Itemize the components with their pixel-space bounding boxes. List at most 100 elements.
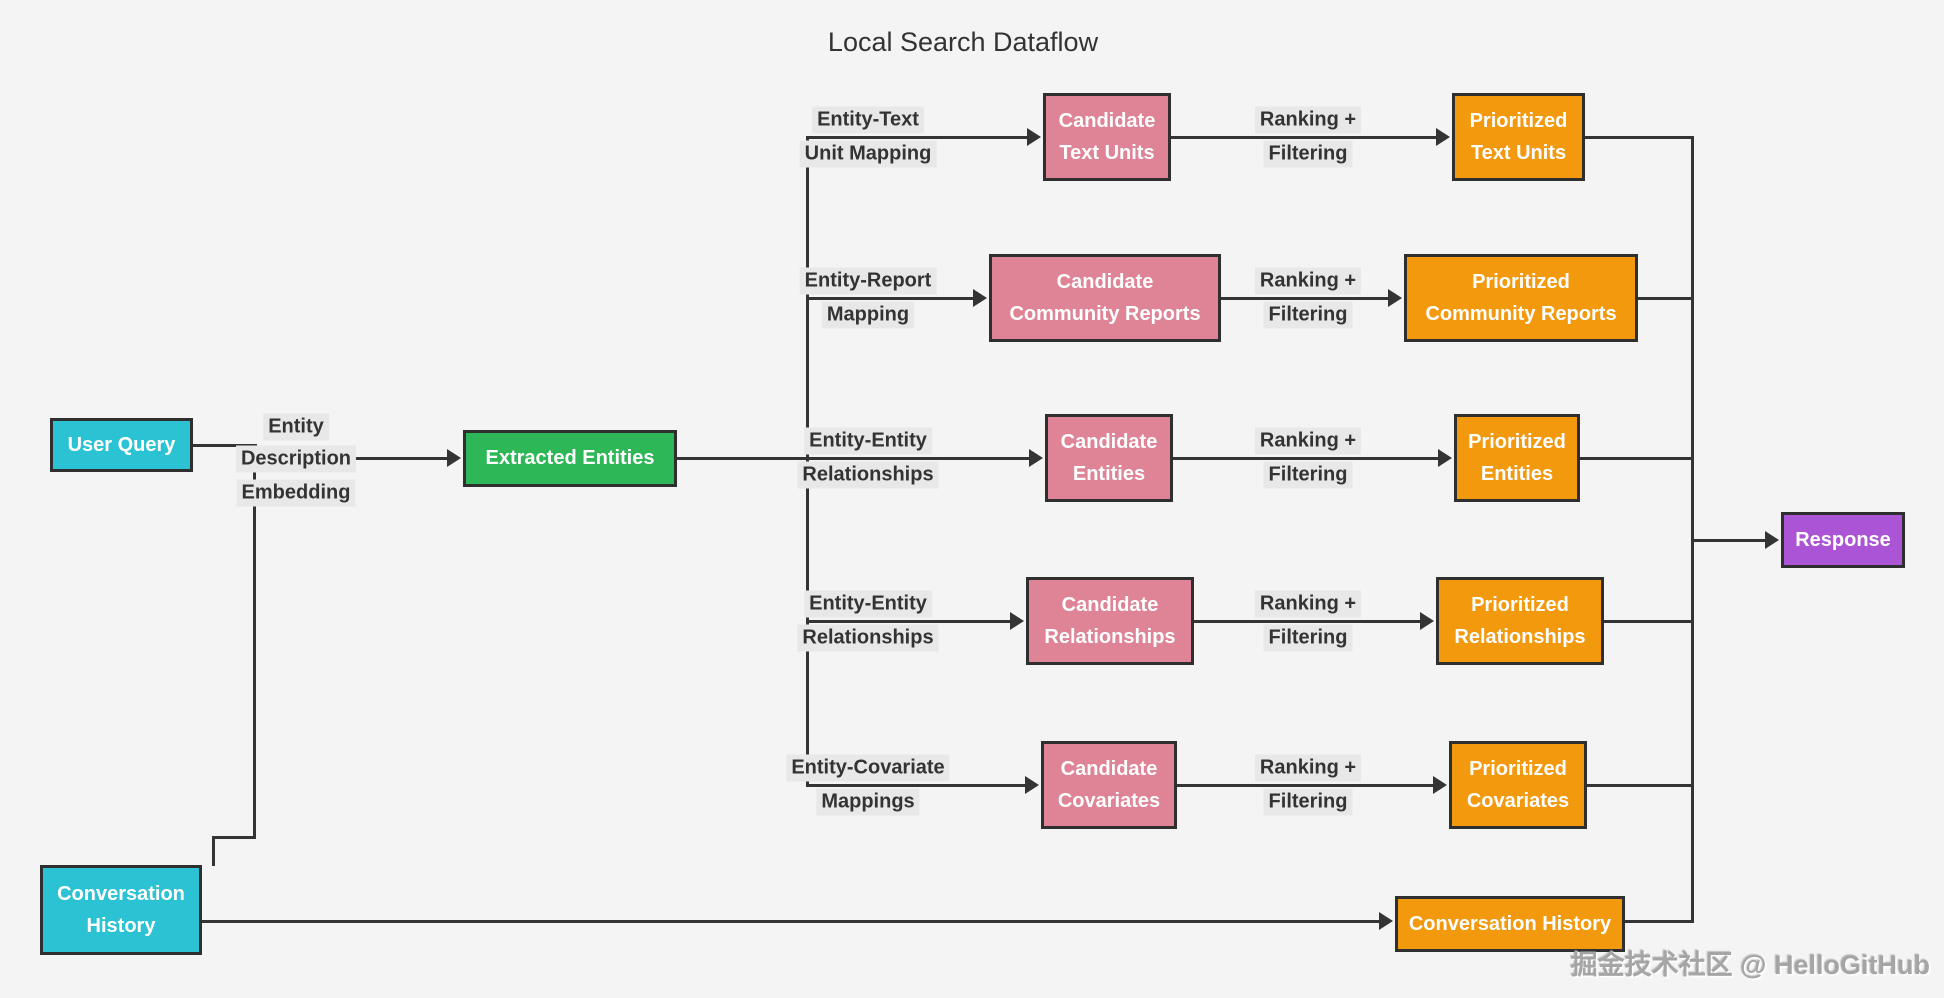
edge-label-row4-ranking-line1: Ranking +: [1254, 590, 1362, 618]
node-prioritized-text-units-line2: Text Units: [1470, 142, 1567, 164]
node-candidate-community-reports-line1: Candidate: [1056, 270, 1154, 293]
node-candidate-relationships: Candidate Relationships: [1026, 577, 1194, 665]
node-extracted-entities-label: Extracted Entities: [485, 447, 655, 470]
node-prioritized-covariates-line2: Covariates: [1466, 790, 1570, 812]
edge-row5-mapping: [806, 784, 1027, 787]
node-conversation-history-input: Conversation History: [40, 865, 202, 955]
node-candidate-covariates: Candidate Covariates: [1041, 741, 1177, 829]
node-extracted-entities: Extracted Entities: [463, 430, 677, 487]
edge-row5-to-trunk: [1587, 784, 1694, 787]
node-candidate-community-reports-line2: Community Reports: [1009, 303, 1201, 325]
edge-label-row3-mapping-line1: Entity-Entity: [804, 427, 932, 455]
node-prioritized-community-reports: Prioritized Community Reports: [1404, 254, 1638, 342]
node-candidate-covariates-line2: Covariates: [1057, 790, 1161, 812]
node-user-query: User Query: [50, 418, 193, 472]
edge-conversation-history-up: [212, 836, 215, 866]
edge-label-row1-mapping-line1: Entity-Text: [812, 106, 924, 134]
node-candidate-relationships-line1: Candidate: [1061, 593, 1159, 616]
node-prioritized-community-reports-line1: Prioritized: [1472, 270, 1570, 293]
edge-embedding-solid: [304, 457, 447, 460]
diagram-title: Local Search Dataflow: [827, 27, 1099, 57]
edge-label-row1-ranking-line2: Filtering: [1263, 140, 1353, 168]
node-prioritized-relationships: Prioritized Relationships: [1436, 577, 1604, 665]
edge-row1-mapping: [806, 136, 1029, 139]
node-candidate-entities: Candidate Entities: [1045, 414, 1173, 502]
edge-label-row5-mapping-line1: Entity-Covariate: [786, 754, 950, 782]
edge-label-embedding-line3: Embedding: [236, 479, 356, 507]
arrowhead-row4-prioritized: [1420, 612, 1434, 630]
edge-label-row3-ranking-line1: Ranking +: [1254, 427, 1362, 455]
edge-row4-mapping: [806, 620, 1012, 623]
node-prioritized-relationships-line2: Relationships: [1454, 626, 1586, 648]
node-candidate-relationships-line2: Relationships: [1044, 626, 1176, 648]
arrowhead-row5-candidate: [1025, 776, 1039, 794]
edge-label-row2-ranking-line1: Ranking +: [1254, 267, 1362, 295]
node-candidate-entities-line2: Entities: [1072, 463, 1146, 485]
arrowhead-response: [1765, 531, 1779, 549]
arrowhead-row2-prioritized: [1388, 289, 1402, 307]
node-candidate-covariates-line1: Candidate: [1060, 757, 1158, 780]
edge-label-row5-ranking-line1: Ranking +: [1254, 754, 1362, 782]
edge-label-row3-ranking-line2: Filtering: [1263, 461, 1353, 489]
edge-row2-to-trunk: [1638, 297, 1694, 300]
node-conversation-history-input-line1: Conversation: [57, 882, 185, 905]
edge-row1-to-trunk: [1585, 136, 1694, 139]
node-conversation-history-output: Conversation History: [1395, 896, 1625, 952]
arrowhead-into-extracted-entities: [447, 449, 461, 467]
edge-row4-to-trunk: [1604, 620, 1694, 623]
node-prioritized-text-units-line1: Prioritized: [1469, 109, 1568, 132]
node-prioritized-covariates: Prioritized Covariates: [1449, 741, 1587, 829]
arrowhead-row4-candidate: [1010, 612, 1024, 630]
node-user-query-label: User Query: [67, 433, 176, 456]
node-candidate-text-units: Candidate Text Units: [1043, 93, 1171, 181]
edge-left-trunk: [253, 444, 256, 839]
edge-row3-to-trunk: [1580, 457, 1694, 460]
arrowhead-row1-prioritized: [1436, 128, 1450, 146]
arrowhead-row3-candidate: [1029, 449, 1043, 467]
edge-label-row2-mapping-line1: Entity-Report: [799, 267, 937, 295]
edge-right-trunk: [1691, 136, 1694, 922]
node-response: Response: [1781, 512, 1905, 568]
edge-label-row4-mapping-line1: Entity-Entity: [804, 590, 932, 618]
edge-to-response: [1694, 539, 1765, 542]
edge-row2-mapping: [806, 297, 975, 300]
node-prioritized-entities-line1: Prioritized: [1468, 430, 1566, 453]
node-candidate-text-units-line2: Text Units: [1059, 142, 1155, 164]
node-prioritized-text-units: Prioritized Text Units: [1452, 93, 1585, 181]
edge-row5-ranking: [1177, 784, 1433, 787]
arrowhead-row2-candidate: [973, 289, 987, 307]
node-candidate-community-reports: Candidate Community Reports: [989, 254, 1221, 342]
arrowhead-row5-prioritized: [1433, 776, 1447, 794]
edge-label-row4-ranking-line2: Filtering: [1263, 624, 1353, 652]
node-prioritized-entities: Prioritized Entities: [1454, 414, 1580, 502]
node-prioritized-entities-line2: Entities: [1480, 463, 1554, 485]
edge-label-embedding-line2: Description: [235, 445, 357, 473]
edge-conversation-history-to-trunk: [1625, 920, 1694, 923]
node-prioritized-covariates-line1: Prioritized: [1469, 757, 1567, 780]
edge-label-row5-ranking-line2: Filtering: [1263, 788, 1353, 816]
arrowhead-row1-candidate: [1027, 128, 1041, 146]
node-conversation-history-input-line2: History: [86, 915, 156, 937]
edge-conversation-history-bottom: [200, 920, 1379, 923]
edge-row1-ranking: [1171, 136, 1438, 139]
edge-extracted-to-candidates: [677, 457, 1031, 460]
edge-label-row5-mapping-line2: Mappings: [816, 788, 920, 816]
edge-label-embedding-line1: Entity: [263, 413, 329, 441]
node-response-label: Response: [1795, 528, 1891, 551]
edge-label-row1-mapping-line2: Unit Mapping: [799, 140, 937, 168]
edge-row3-ranking: [1173, 457, 1438, 460]
edge-label-row3-mapping-line2: Relationships: [797, 461, 939, 489]
edge-user-query-out: [191, 444, 257, 447]
edge-left-trunk-step: [212, 836, 256, 839]
edge-label-row2-ranking-line2: Filtering: [1263, 301, 1353, 329]
edge-label-row4-mapping-line2: Relationships: [797, 624, 939, 652]
edge-label-row2-mapping-line2: Mapping: [821, 301, 915, 329]
edge-row4-ranking: [1194, 620, 1420, 623]
edge-row2-ranking: [1221, 297, 1388, 300]
watermark: 掘金技术社区 @ HelloGitHub: [1570, 950, 1930, 980]
arrowhead-row3-prioritized: [1438, 449, 1452, 467]
node-conversation-history-output-label: Conversation History: [1408, 912, 1612, 935]
node-candidate-text-units-line1: Candidate: [1058, 109, 1156, 132]
node-prioritized-community-reports-line2: Community Reports: [1425, 303, 1617, 325]
